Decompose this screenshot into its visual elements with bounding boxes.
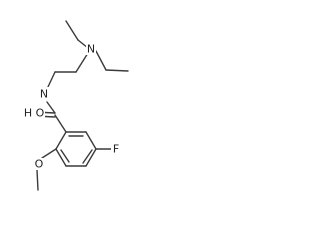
label-bg-fluorine [111, 143, 121, 155]
atom-n-amine: N [87, 43, 95, 56]
bond-carbonyl-ring [54, 114, 67, 133]
ring-bond-5 [55, 148, 67, 167]
label-bg-o-carbonyl [34, 107, 45, 119]
structure-diagram: N N H O F O [23, 20, 129, 191]
bond-ethyl2-ch3 [105, 69, 129, 72]
label-bg-h-amide [23, 107, 33, 119]
atom-n-amide: N [40, 88, 48, 101]
ring-bond-2 [85, 131, 97, 150]
label-bg-n-amine [86, 43, 96, 55]
ring-double-3 [60, 149, 70, 163]
atom-o-methoxy: O [35, 158, 44, 171]
ring-bond-6 [55, 131, 67, 150]
bond-ch2-nh [46, 71, 56, 90]
atom-fluorine: F [113, 143, 119, 156]
ring-double-2 [82, 149, 93, 164]
ring-bond-3 [85, 148, 97, 167]
bond-ethyl1-ch3 [65, 20, 79, 41]
bond-ethyl2-ch2 [95, 50, 107, 71]
bond-ring-oxygen [41, 148, 57, 159]
label-bg-o-methoxy [33, 158, 44, 170]
bond-nh-carbonyl [46, 101, 56, 114]
bond-oxygen-methyl [36, 169, 39, 191]
atom-h-amide: H [24, 107, 32, 120]
atom-o-carbonyl: O [36, 107, 45, 120]
bond-n-ch2 [75, 52, 89, 73]
label-bg-n-amide [39, 87, 49, 99]
